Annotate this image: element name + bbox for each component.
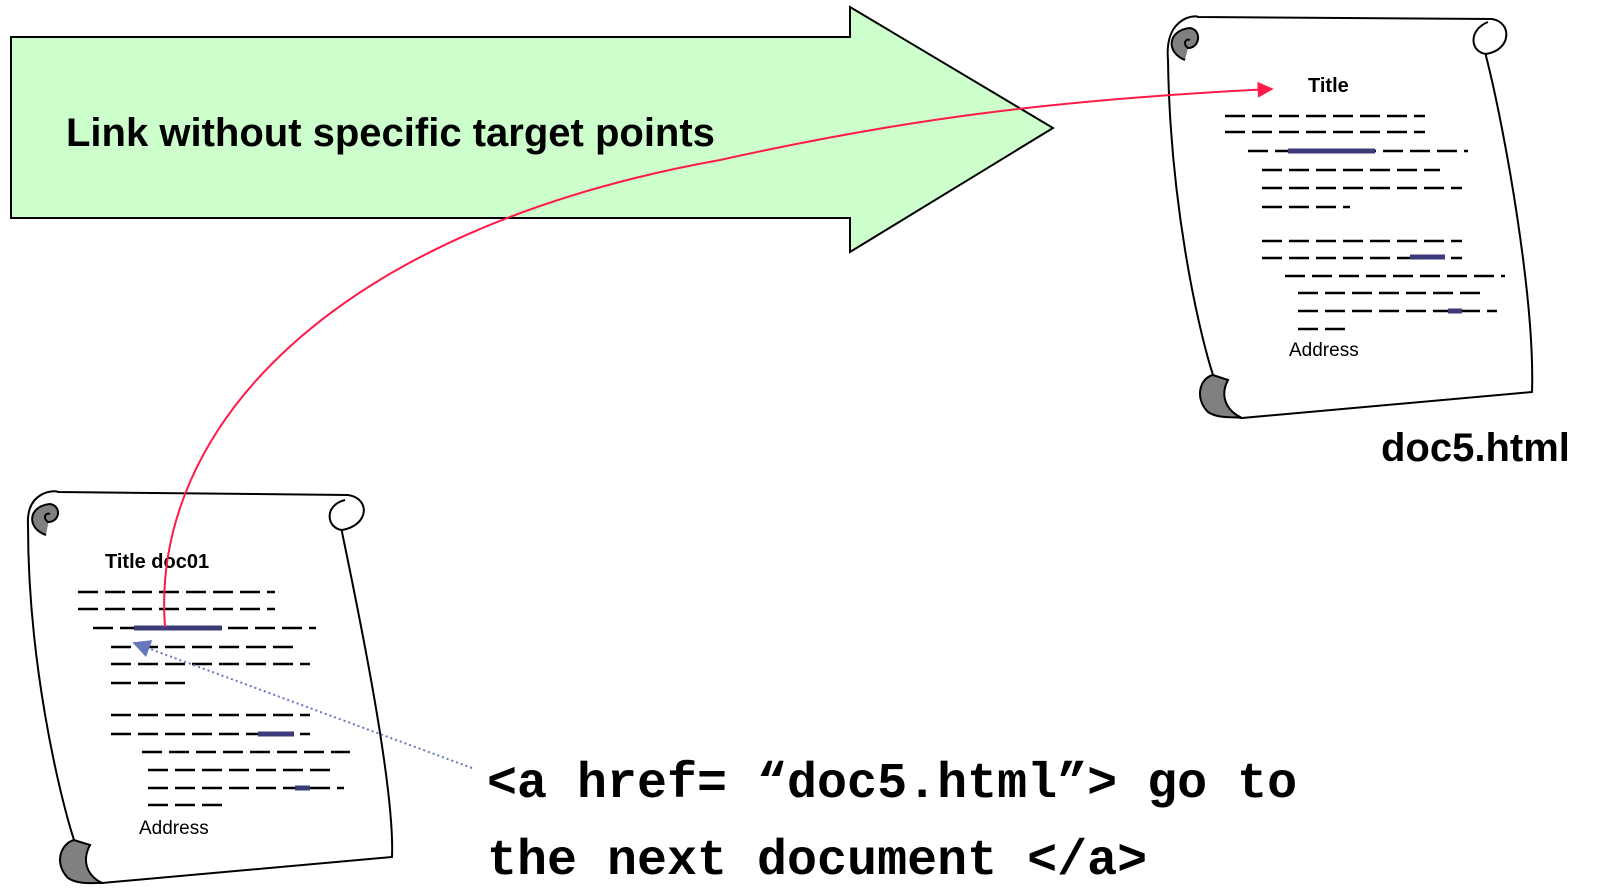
- target-doc-title: Title: [1308, 75, 1349, 97]
- source-doc-title: Title doc01: [105, 551, 209, 573]
- source-document-scroll: [26, 490, 394, 885]
- code-line-2: the next document </a>: [487, 833, 1147, 890]
- target-doc-text-lines: [1225, 114, 1505, 331]
- target-doc-filename: doc5.html: [1381, 426, 1570, 470]
- code-pointer-arrow: [132, 640, 473, 769]
- link-curve-arrow: [163, 81, 1274, 628]
- banner-arrow: [10, 5, 1055, 254]
- banner-label: Link without specific target points: [66, 111, 715, 155]
- source-doc-link-marks: [134, 625, 310, 791]
- source-doc-address: Address: [139, 818, 209, 839]
- target-doc-address: Address: [1289, 340, 1359, 361]
- code-line-1: <a href= “doc5.html”> go to: [487, 756, 1297, 813]
- target-doc-link-marks: [1288, 148, 1462, 314]
